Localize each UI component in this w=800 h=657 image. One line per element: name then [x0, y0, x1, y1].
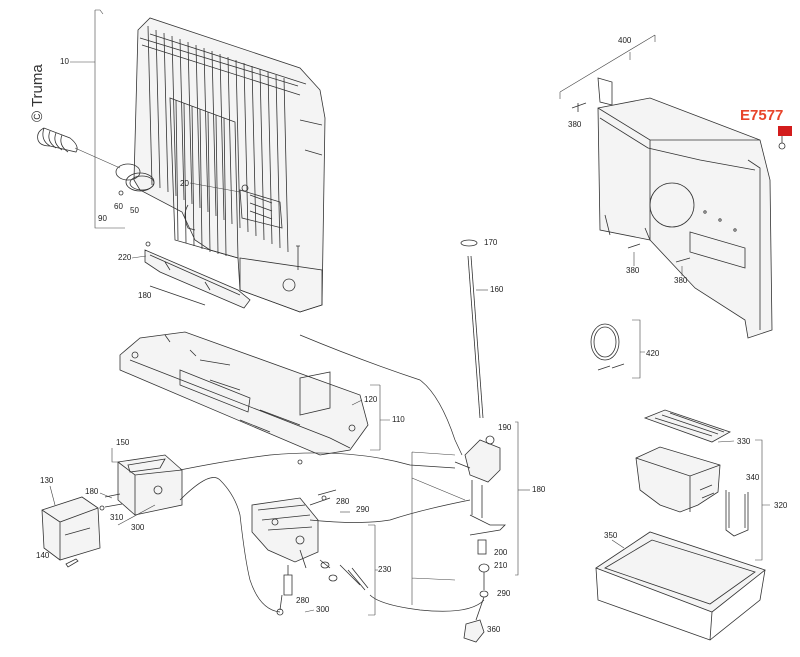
callout-110: 110: [392, 415, 405, 424]
mounting-bracket: [725, 490, 749, 537]
callout-280-top: 280: [336, 497, 350, 506]
model-code: E7577: [740, 107, 783, 124]
callout-290-fitting: 290: [497, 589, 511, 598]
callout-360: 360: [487, 625, 501, 634]
callout-300-electrode: 300: [316, 605, 330, 614]
heat-exchanger: [133, 17, 326, 313]
casing-ring: [590, 323, 625, 371]
callout-280-bottom: 280: [296, 596, 310, 605]
callout-330: 330: [737, 437, 751, 446]
callout-120: 120: [364, 395, 378, 404]
callout-130: 130: [40, 476, 54, 485]
callout-220: 220: [118, 253, 132, 262]
callout-190: 190: [498, 423, 512, 432]
callout-160: 160: [490, 285, 504, 294]
callout-180-rod: 180: [138, 291, 152, 300]
flue-spring: [37, 127, 78, 153]
callout-400: 400: [618, 36, 632, 45]
brand-label: © Truma: [29, 64, 46, 122]
valve-fittings: [463, 539, 490, 643]
callout-380-top: 380: [568, 120, 582, 129]
callout-310: 310: [110, 513, 124, 522]
burner-assembly: [251, 489, 369, 591]
callout-340: 340: [746, 473, 760, 482]
casing: [597, 77, 773, 339]
callout-10: 10: [60, 57, 69, 66]
callout-210: 210: [494, 561, 508, 570]
callout-60: 60: [114, 202, 123, 211]
callout-90: 90: [98, 214, 107, 223]
callout-140: 140: [36, 551, 50, 560]
base-plate: [119, 331, 369, 465]
callout-200: 200: [494, 548, 508, 557]
grille: [643, 409, 731, 443]
control-box: [635, 446, 721, 513]
callout-350: 350: [604, 531, 618, 540]
drip-tray: [595, 531, 766, 641]
burner-bracket: [144, 241, 251, 309]
callout-380-right: 380: [674, 276, 688, 285]
callout-230: 230: [378, 565, 392, 574]
callout-380-mid: 380: [626, 266, 640, 275]
callout-420: 420: [646, 349, 660, 358]
control-panel: [41, 496, 101, 561]
control-housing: [117, 454, 183, 516]
thermostat-rod: [460, 239, 484, 419]
callout-20: 20: [180, 179, 189, 188]
gas-valve: [454, 435, 506, 536]
ignition-electrode: [276, 565, 293, 616]
callout-150: 150: [116, 438, 130, 447]
callout-170: 170: [484, 238, 498, 247]
callout-290-burner: 290: [356, 505, 370, 514]
seal-rings: [115, 163, 155, 196]
callout-320: 320: [774, 501, 788, 510]
callout-50: 50: [130, 206, 139, 215]
callout-180-knob: 180: [85, 487, 99, 496]
callout-300-cable: 300: [131, 523, 145, 532]
callout-180-valve: 180: [532, 485, 546, 494]
highlight-box: [778, 126, 792, 136]
